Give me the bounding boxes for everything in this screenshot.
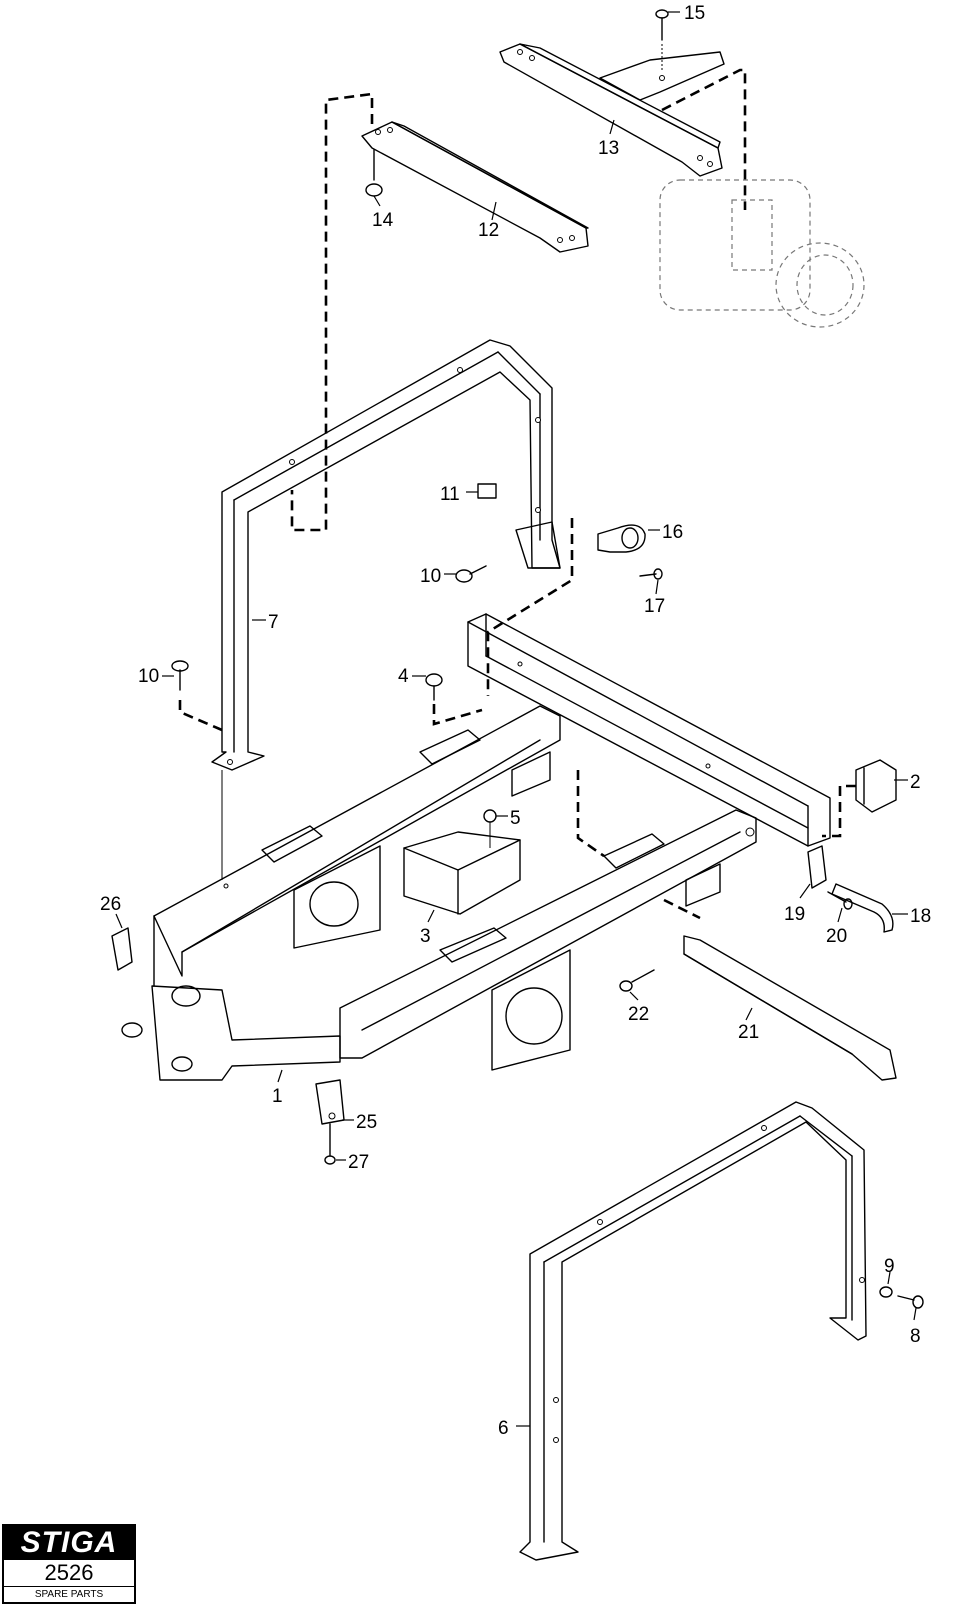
guide-line-12 xyxy=(290,92,374,532)
bolt-14 xyxy=(365,149,383,197)
callout-5: 5 xyxy=(510,808,521,829)
clip-16 xyxy=(597,524,646,553)
callout-15: 15 xyxy=(684,3,705,24)
brand-box: STIGA 2526 SPARE PARTS xyxy=(2,1524,136,1604)
rollbar-6 xyxy=(519,1101,867,1561)
screw-17 xyxy=(639,568,663,580)
nut-11 xyxy=(477,483,497,499)
callout-leaders xyxy=(115,11,917,1427)
guide-line-4 xyxy=(432,704,483,726)
crossbar-12 xyxy=(361,121,589,253)
stiga-logo: STIGA xyxy=(4,1526,134,1560)
callout-17: 17 xyxy=(644,596,665,617)
box-3 xyxy=(403,831,521,915)
bolt-8 xyxy=(897,1295,924,1309)
screw-27 xyxy=(324,1123,336,1165)
end-cap-2 xyxy=(855,759,897,813)
screw-22 xyxy=(619,969,655,992)
callout-19: 19 xyxy=(784,904,805,925)
rear-rail xyxy=(467,613,831,847)
callout-labels: 15 13 14 12 11 16 10 17 7 10 4 2 5 26 3 … xyxy=(100,3,931,1439)
callout-2: 2 xyxy=(910,772,921,793)
nut-5 xyxy=(483,809,497,823)
callout-21: 21 xyxy=(738,1022,759,1043)
guide-line-frame xyxy=(576,770,605,858)
rollbar-7 xyxy=(211,339,561,771)
callout-18: 18 xyxy=(910,906,931,927)
callout-16: 16 xyxy=(662,522,683,543)
callout-10-left: 10 xyxy=(138,666,159,687)
tube-18 xyxy=(831,883,894,933)
screw-20 xyxy=(827,891,853,910)
guide-line-13 xyxy=(661,68,747,210)
bracket-19 xyxy=(807,845,827,889)
callout-1: 1 xyxy=(272,1086,283,1107)
callout-25: 25 xyxy=(356,1112,377,1133)
bolt-4 xyxy=(425,673,443,701)
callout-11: 11 xyxy=(440,484,460,505)
callout-9: 9 xyxy=(884,1256,895,1277)
guide-line-2 xyxy=(822,784,856,838)
callout-14: 14 xyxy=(372,210,394,231)
bolt-10-left xyxy=(171,660,189,691)
callout-4: 4 xyxy=(398,666,409,687)
engine-outline xyxy=(659,179,865,328)
crossbar-13 xyxy=(499,43,725,177)
callout-8: 8 xyxy=(910,1326,921,1347)
bolt-10-upper xyxy=(455,565,487,583)
spare-parts-label: SPARE PARTS xyxy=(34,1589,104,1600)
callout-13: 13 xyxy=(598,138,619,159)
callout-20: 20 xyxy=(826,926,847,947)
main-frame-1 xyxy=(121,705,757,1081)
callout-6: 6 xyxy=(498,1418,509,1439)
callout-3: 3 xyxy=(420,926,431,947)
callout-10-upper: 10 xyxy=(420,566,441,587)
bolt-15 xyxy=(655,9,669,70)
spacer-9 xyxy=(879,1286,893,1298)
callout-7: 7 xyxy=(268,612,279,633)
guide-line-10 xyxy=(178,700,223,732)
callout-26: 26 xyxy=(100,894,121,915)
callout-12: 12 xyxy=(478,220,499,241)
callout-27: 27 xyxy=(348,1152,369,1173)
guide-line-21 xyxy=(663,898,701,920)
bar-21 xyxy=(683,935,897,1081)
knob-26 xyxy=(111,927,133,971)
guide-line-rail xyxy=(486,518,574,696)
callout-22: 22 xyxy=(628,1004,649,1025)
diagram-code: 2526 xyxy=(4,1560,134,1587)
